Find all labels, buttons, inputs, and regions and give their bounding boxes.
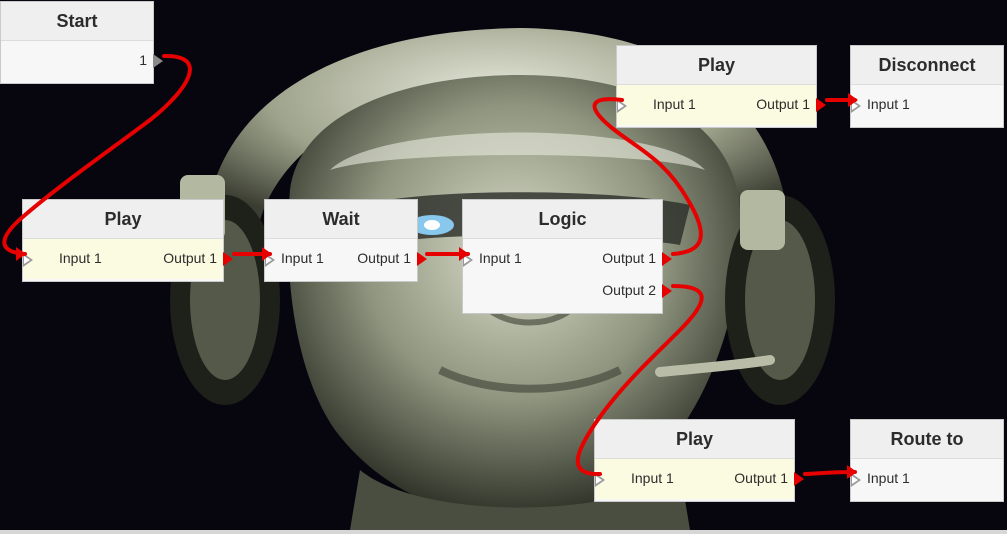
- logic-output1-label: Output 1: [602, 250, 656, 266]
- play-left-input-label: Input 1: [59, 250, 102, 266]
- start-output-port[interactable]: [153, 54, 163, 68]
- play-node-bottom[interactable]: Play Input 1 Output 1: [594, 419, 804, 502]
- disconnect-port-row: Input 1: [851, 85, 1003, 125]
- logic-input-port[interactable]: [463, 253, 473, 267]
- wait-node-title: Wait: [265, 200, 417, 239]
- disconnect-node[interactable]: Disconnect Input 1: [850, 45, 1004, 128]
- logic-node[interactable]: Logic Input 1 Output 1 Output 2: [462, 199, 672, 314]
- play-top-input-label: Input 1: [653, 96, 696, 112]
- play-bottom-port-row: Input 1 Output 1: [595, 459, 804, 499]
- wait-output-port[interactable]: [417, 252, 427, 266]
- play-left-input-port[interactable]: [23, 253, 33, 267]
- play-node-left[interactable]: Play Input 1 Output 1: [22, 199, 233, 282]
- wait-port-row: Input 1 Output 1: [265, 239, 427, 279]
- start-output-row: 1: [1, 41, 163, 81]
- play-bottom-output-port[interactable]: [794, 472, 804, 486]
- play-node-left-title: Play: [23, 200, 223, 239]
- wait-input-label: Input 1: [281, 250, 324, 266]
- logic-node-title: Logic: [463, 200, 662, 239]
- play-top-output-label: Output 1: [756, 96, 810, 112]
- play-top-input-port[interactable]: [617, 99, 627, 113]
- wait-input-port[interactable]: [265, 253, 275, 267]
- logic-output2-port[interactable]: [662, 284, 672, 298]
- route-to-input-port[interactable]: [851, 473, 861, 487]
- disconnect-input-label: Input 1: [867, 96, 910, 112]
- play-bottom-input-port[interactable]: [595, 473, 605, 487]
- route-to-node-title: Route to: [851, 420, 1003, 459]
- play-left-port-row: Input 1 Output 1: [23, 239, 233, 279]
- logic-port-row-2: Output 2: [463, 279, 672, 311]
- logic-port-row-1: Input 1 Output 1: [463, 239, 672, 279]
- disconnect-input-port[interactable]: [851, 99, 861, 113]
- route-to-input-label: Input 1: [867, 470, 910, 486]
- start-output-label: 1: [139, 52, 147, 68]
- play-top-port-row: Input 1 Output 1: [617, 85, 826, 125]
- route-to-node[interactable]: Route to Input 1: [850, 419, 1004, 502]
- logic-output2-label: Output 2: [602, 282, 656, 298]
- play-bottom-output-label: Output 1: [734, 470, 788, 486]
- play-bottom-input-label: Input 1: [631, 470, 674, 486]
- play-top-output-port[interactable]: [816, 98, 826, 112]
- play-left-output-port[interactable]: [223, 252, 233, 266]
- start-node[interactable]: Start 1: [0, 1, 163, 84]
- play-node-bottom-title: Play: [595, 420, 794, 459]
- wait-output-label: Output 1: [357, 250, 411, 266]
- start-node-title: Start: [1, 2, 153, 41]
- play-node-top-title: Play: [617, 46, 816, 85]
- logic-output1-port[interactable]: [662, 252, 672, 266]
- bottom-edge: [0, 530, 1007, 534]
- disconnect-node-title: Disconnect: [851, 46, 1003, 85]
- play-left-output-label: Output 1: [163, 250, 217, 266]
- route-to-port-row: Input 1: [851, 459, 1003, 499]
- wait-node[interactable]: Wait Input 1 Output 1: [264, 199, 427, 282]
- play-node-top[interactable]: Play Input 1 Output 1: [616, 45, 826, 128]
- logic-input-label: Input 1: [479, 250, 522, 266]
